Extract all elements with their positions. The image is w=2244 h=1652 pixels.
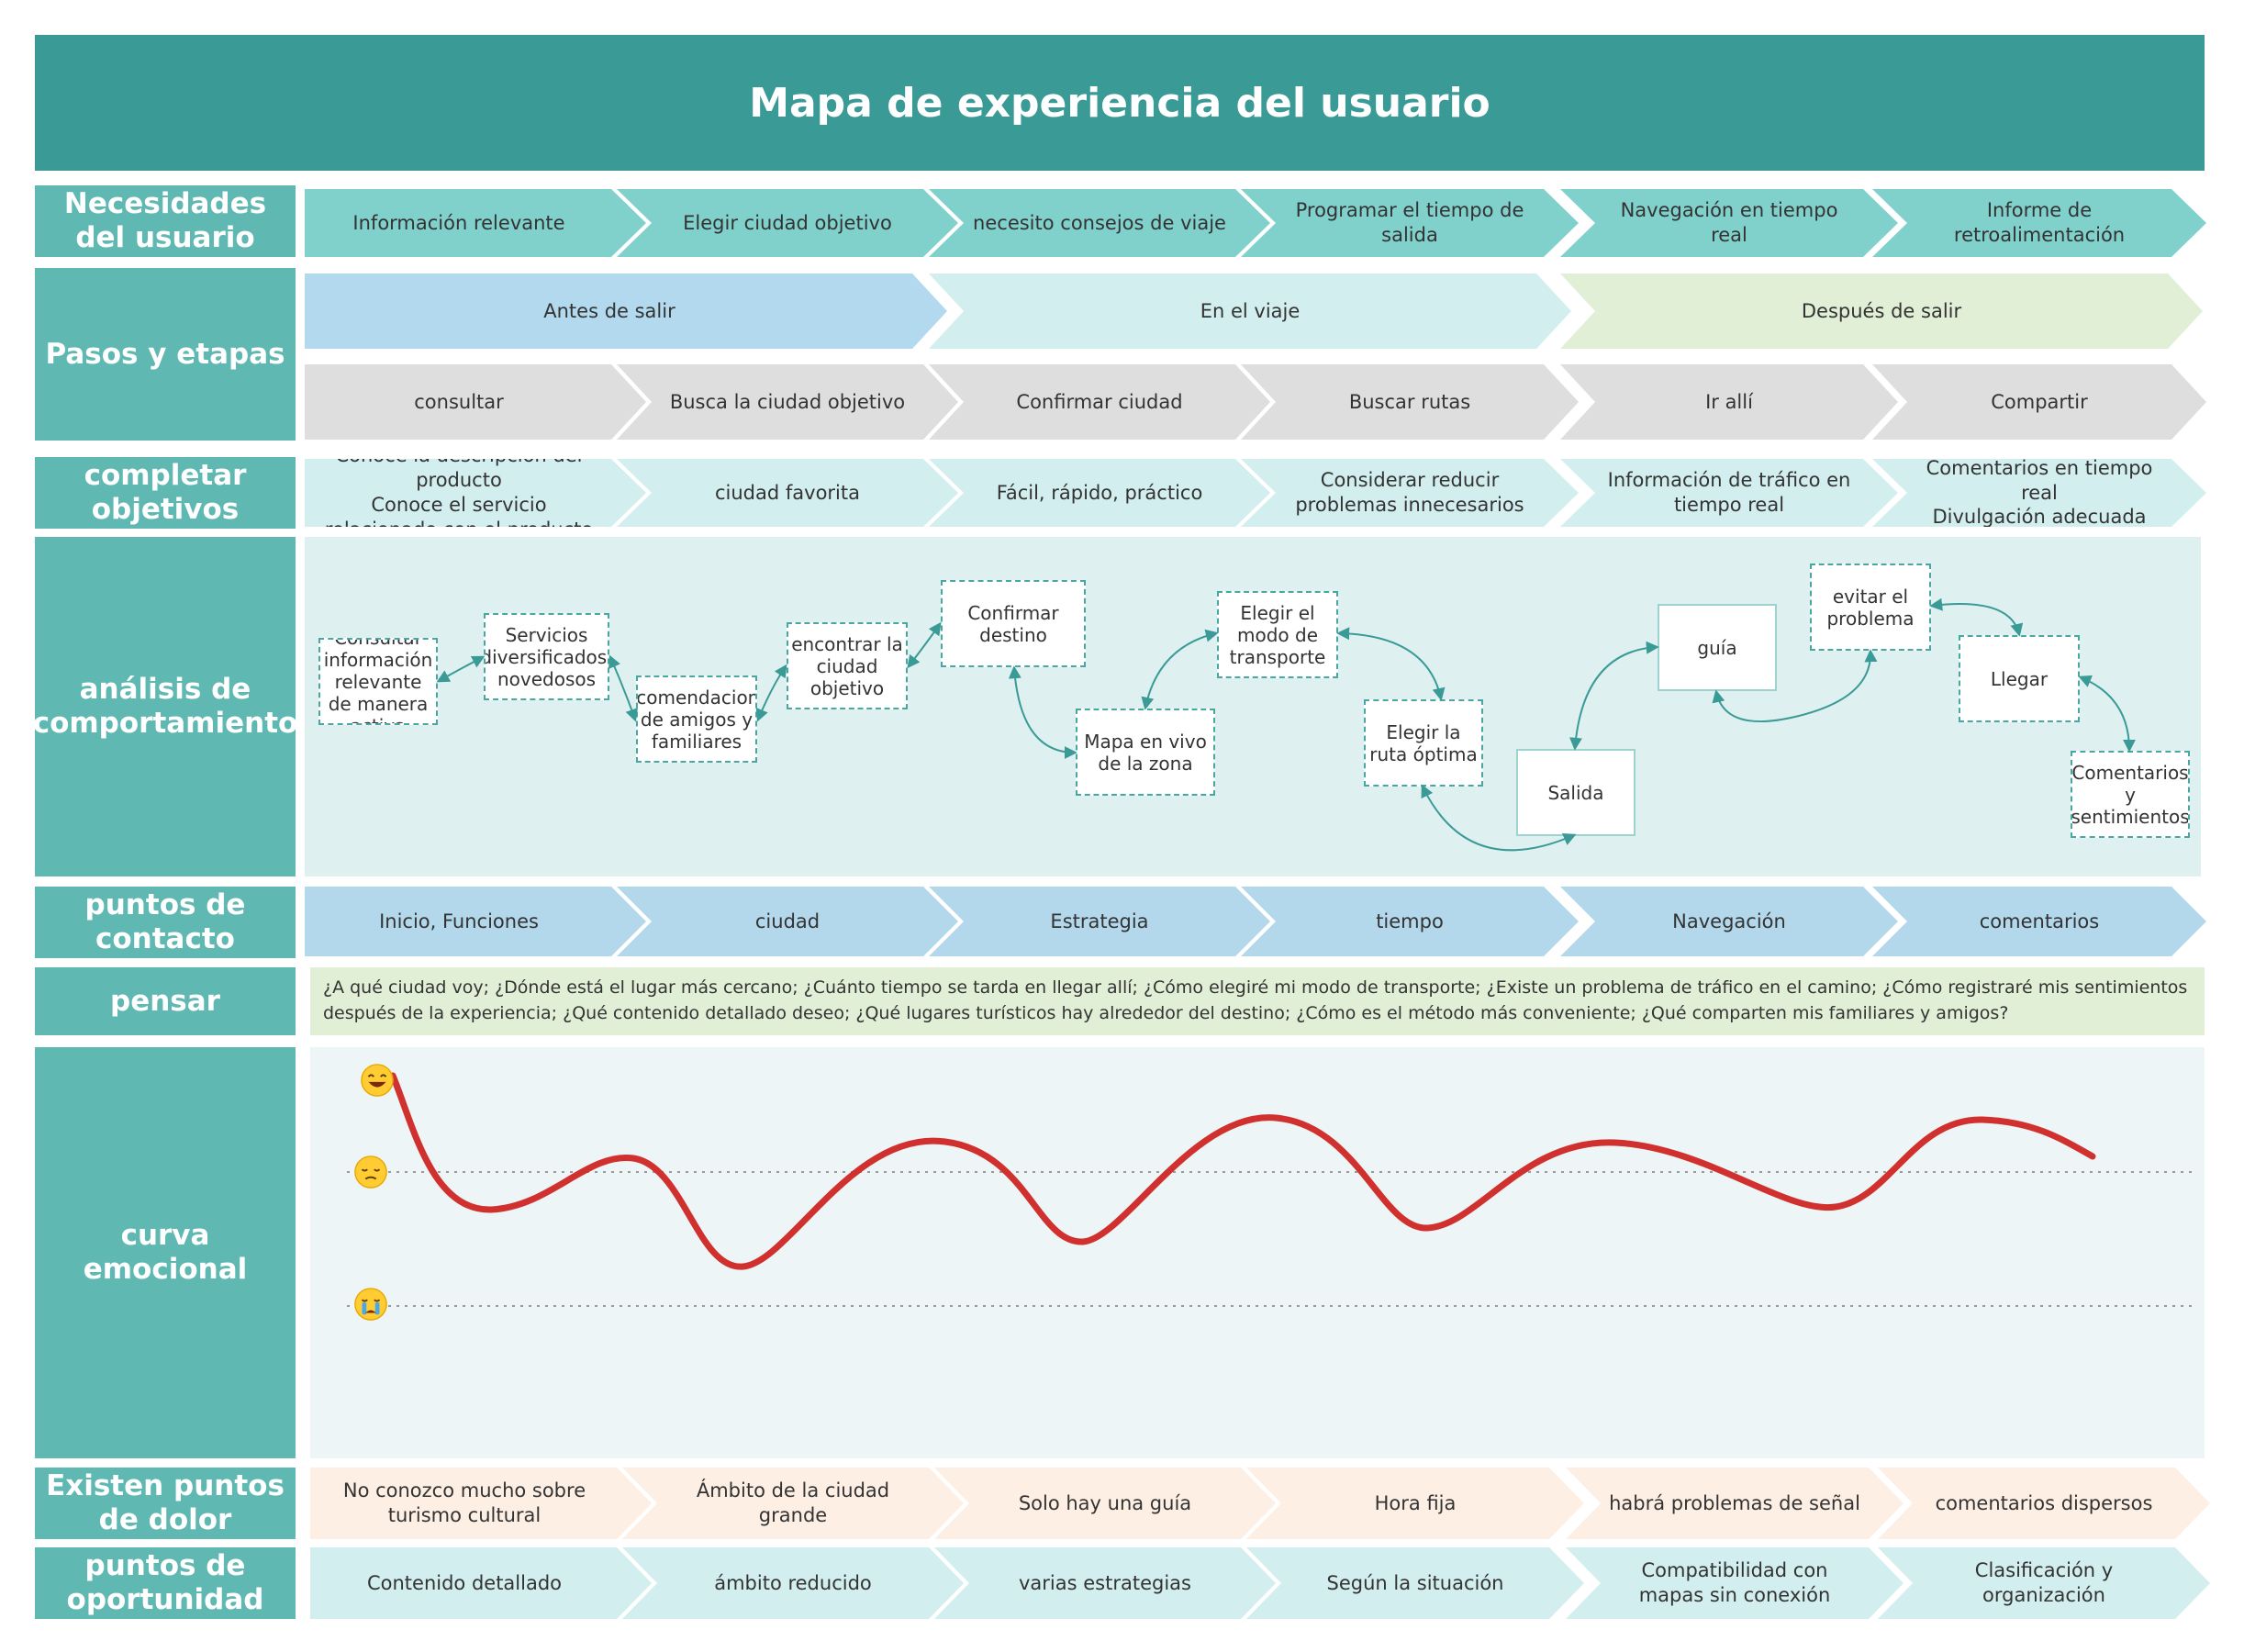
behavior-connector xyxy=(907,621,942,669)
row-label-goals: completar objetivos xyxy=(35,457,296,529)
behavior-step: Consultar información relevante de maner… xyxy=(318,638,438,725)
goal-chevron: Conoce la descripción del productoConoce… xyxy=(305,459,646,527)
step-chevron: consultar xyxy=(305,364,646,440)
step-chevron: Buscar rutas xyxy=(1241,364,1579,440)
behavior-step: Confirmar destino xyxy=(941,580,1086,667)
behavior-connector xyxy=(1336,627,1446,701)
pain-point-chevron: Hora fija xyxy=(1246,1468,1584,1539)
behavior-connector xyxy=(608,654,638,722)
row-label-needs: Necesidades del usuario xyxy=(35,185,296,257)
pain-point-chevron: habrá problemas de señal xyxy=(1566,1468,1903,1539)
touchpoint-chevron: Estrategia xyxy=(929,887,1270,956)
goal-chevron: ciudad favorita xyxy=(617,459,958,527)
pain-point-chevron: No conozco mucho sobre turismo cultural xyxy=(310,1468,652,1539)
behavior-connector xyxy=(1421,784,1577,852)
goal-chevron: Información de tráfico en tiempo real xyxy=(1560,459,1898,527)
touchpoint-chevron: comentarios xyxy=(1872,887,2206,956)
page-header: Mapa de experiencia del usuario xyxy=(35,35,2205,171)
behavior-step: Comentarios y sentimientos xyxy=(2071,751,2190,838)
need-chevron: Información relevante xyxy=(305,189,646,257)
touchpoint-chevron: Inicio, Funciones xyxy=(305,887,646,956)
stage-chevron: En el viaje xyxy=(929,273,1571,349)
row-label-steps: Pasos y etapas xyxy=(35,268,296,441)
row-label-touchpoints: puntos de contacto xyxy=(35,887,296,958)
behavior-connector xyxy=(436,655,486,683)
behavior-connectors xyxy=(436,597,2136,852)
opportunity-chevron: Contenido detallado xyxy=(310,1547,652,1619)
behavior-step: Mapa en vivo de la zona xyxy=(1076,709,1215,796)
goal-chevron: Considerar reducir problemas innecesario… xyxy=(1241,459,1579,527)
need-chevron: Programar el tiempo de salida xyxy=(1241,189,1579,257)
opportunity-chevron: Clasificación y organización xyxy=(1878,1547,2210,1619)
touchpoint-chevron: Navegación xyxy=(1560,887,1898,956)
behavior-connector xyxy=(1141,629,1219,710)
step-chevron: Confirmar ciudad xyxy=(929,364,1270,440)
behavior-connector xyxy=(1929,597,2024,637)
behavior-step: Servicios diversificados, novedosos xyxy=(484,613,609,700)
opportunity-chevron: Compatibilidad con mapas sin conexión xyxy=(1566,1547,1903,1619)
need-chevron: Elegir ciudad objetivo xyxy=(617,189,958,257)
goal-chevron: Fácil, rápido, práctico xyxy=(929,459,1270,527)
stage-chevron: Después de salir xyxy=(1560,273,2203,349)
need-chevron: necesito consejos de viaje xyxy=(929,189,1270,257)
touchpoint-chevron: tiempo xyxy=(1241,887,1579,956)
touchpoint-chevron: ciudad xyxy=(617,887,958,956)
think-panel xyxy=(310,967,2205,1035)
behavior-connector xyxy=(2078,675,2136,753)
opportunity-chevron: ámbito reducido xyxy=(622,1547,964,1619)
opportunity-chevron: Según la situación xyxy=(1246,1547,1584,1619)
row-label-curve: curva emocional xyxy=(35,1047,296,1458)
step-chevron: Busca la ciudad objetivo xyxy=(617,364,958,440)
step-chevron: Compartir xyxy=(1872,364,2206,440)
row-label-behavior: análisis de comportamiento xyxy=(33,537,297,876)
stage-chevron: Antes de salir xyxy=(305,273,947,349)
need-chevron: Informe de retroalimentación xyxy=(1872,189,2206,257)
pain-point-chevron: Ámbito de la ciudad grande xyxy=(622,1468,964,1539)
behavior-connector xyxy=(755,664,787,722)
step-chevron: Ir allí xyxy=(1560,364,1898,440)
behavior-step: Recomendaciones de amigos y familiares xyxy=(636,675,757,763)
row-label-opportunity: puntos de oportunidad xyxy=(35,1547,296,1619)
page-title: Mapa de experiencia del usuario xyxy=(749,79,1490,127)
behavior-step: evitar el problema xyxy=(1810,564,1931,651)
row-label-pain: Existen puntos de dolor xyxy=(35,1468,296,1539)
crying-face-icon xyxy=(354,1288,387,1321)
need-chevron: Navegación en tiempo real xyxy=(1560,189,1898,257)
behavior-connector xyxy=(1008,665,1077,759)
behavior-step: encontrar la ciudad objetivo xyxy=(787,622,908,709)
row-label-think: pensar xyxy=(35,967,296,1035)
think-text: ¿A qué ciudad voy; ¿Dónde está el lugar … xyxy=(323,977,2188,1024)
opportunity-chevron: varias estrategias xyxy=(934,1547,1276,1619)
happy-face-icon xyxy=(361,1064,394,1097)
pain-point-chevron: comentarios dispersos xyxy=(1878,1468,2210,1539)
behavior-step: Elegir el modo de transporte xyxy=(1217,591,1338,678)
sad-face-icon xyxy=(354,1155,387,1189)
emotion-curve-line xyxy=(389,1072,2096,1270)
behavior-connector xyxy=(1712,649,1878,722)
pain-point-chevron: Solo hay una guía xyxy=(934,1468,1276,1539)
behavior-connector xyxy=(1569,641,1659,751)
